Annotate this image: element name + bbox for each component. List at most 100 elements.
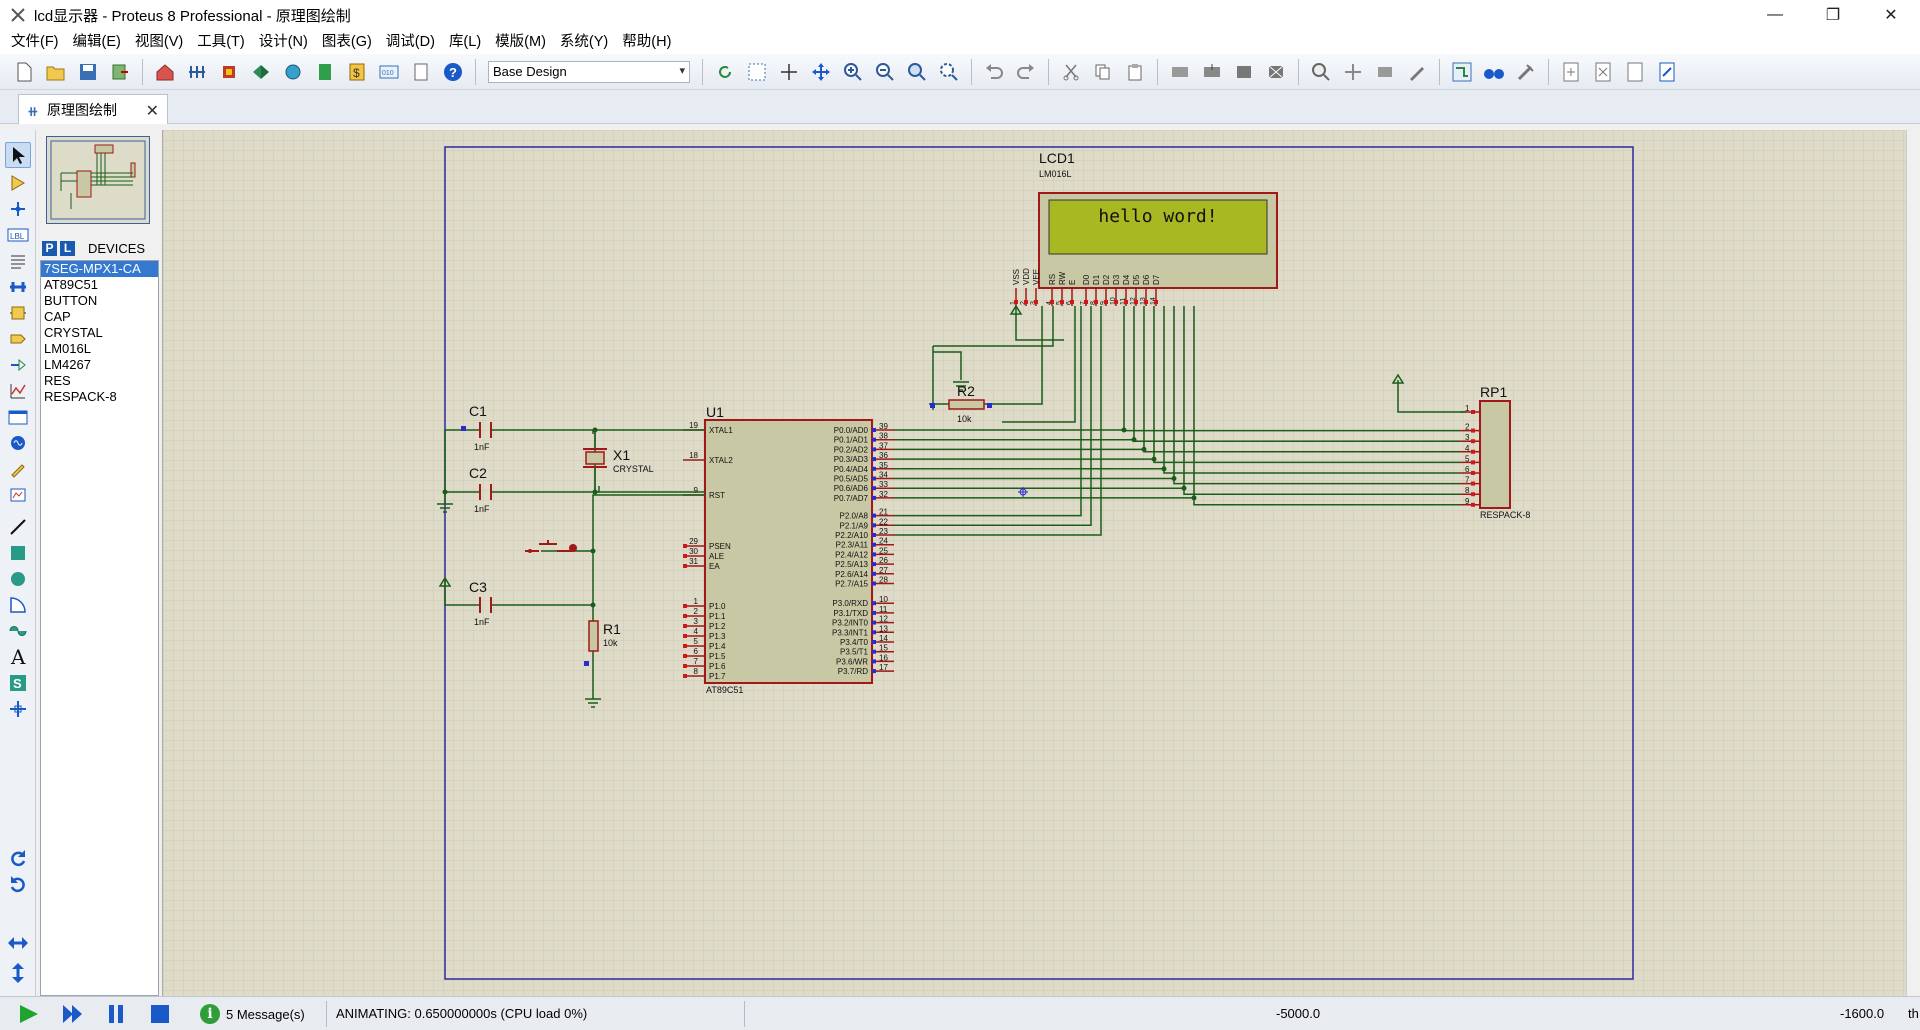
marker-mode-icon[interactable] [5,696,31,722]
list-item[interactable]: CAP [44,309,71,324]
block-move-icon[interactable] [1199,59,1225,85]
play-button[interactable] [12,1000,44,1028]
pick-device-icon[interactable] [1308,59,1334,85]
menu-file[interactable]: 文件(F) [11,34,59,50]
wire-label-mode-icon[interactable]: LBL [5,222,31,248]
paste-icon[interactable] [1122,59,1148,85]
menu-template[interactable]: 模版(M) [495,34,546,50]
pause-button[interactable] [100,1000,132,1028]
step-button[interactable] [56,1000,88,1028]
library-manager-button[interactable]: L [60,240,75,256]
grid-toggle-icon[interactable] [744,59,770,85]
circle-mode-icon[interactable] [5,566,31,592]
symbol-mode-icon[interactable]: S [5,670,31,696]
copy-icon[interactable] [1090,59,1116,85]
block-delete-icon[interactable] [1263,59,1289,85]
generator-mode-icon[interactable] [5,430,31,456]
mirror-horizontal-icon[interactable] [5,930,31,956]
make-device-icon[interactable] [1340,59,1366,85]
home-icon[interactable] [152,59,178,85]
pcb-layout-icon[interactable] [216,59,242,85]
menu-system[interactable]: 系统(Y) [559,34,609,50]
open-folder-icon[interactable] [43,59,69,85]
search-tag-icon[interactable] [1481,59,1507,85]
pick-devices-button[interactable]: P [42,240,57,256]
save-icon[interactable] [75,59,101,85]
import-icon[interactable] [107,59,133,85]
zoom-out-icon[interactable] [872,59,898,85]
list-item[interactable]: 7SEG-MPX1-CA [41,261,158,277]
zoom-area-icon[interactable] [936,59,962,85]
restore-button[interactable]: ❐ [1825,7,1841,24]
exit-to-parent-icon[interactable] [1622,59,1648,85]
rotate-anticlockwise-icon[interactable] [5,872,31,898]
vsm-studio-icon[interactable]: 010 [376,59,402,85]
junction-mode-icon[interactable] [5,196,31,222]
pan-icon[interactable] [808,59,834,85]
3d-view-icon[interactable] [248,59,274,85]
bill-of-materials-icon[interactable]: $ [344,59,370,85]
menu-tools[interactable]: 工具(T) [197,34,245,50]
schematic-icon[interactable] [184,59,210,85]
rotate-clockwise-icon[interactable] [5,846,31,872]
refresh-icon[interactable] [712,59,738,85]
tab-schematic-capture[interactable]: ⧺ 原理图绘制 ✕ [18,94,168,124]
buses-mode-icon[interactable] [5,274,31,300]
close-button[interactable]: ✕ [1884,7,1898,24]
gerber-icon[interactable] [280,59,306,85]
menu-view[interactable]: 视图(V) [134,34,184,50]
terminals-mode-icon[interactable] [5,326,31,352]
origin-icon[interactable] [776,59,802,85]
menu-edit[interactable]: 编辑(E) [72,34,121,50]
block-rotate-icon[interactable] [1231,59,1257,85]
list-item[interactable]: LM016L [44,341,91,356]
cut-icon[interactable] [1058,59,1084,85]
units-indicator[interactable]: th [1908,1006,1919,1021]
decompose-icon[interactable] [1404,59,1430,85]
menu-graph[interactable]: 图表(G) [321,34,372,50]
arc-mode-icon[interactable] [5,592,31,618]
close-icon[interactable]: ✕ [145,103,159,120]
wire-autorouter-icon[interactable] [1449,59,1475,85]
text-mode-icon[interactable]: A [5,644,31,670]
new-sheet-icon[interactable] [1558,59,1584,85]
menu-debug[interactable]: 调试(D) [385,34,435,50]
notes-icon[interactable] [408,59,434,85]
list-item[interactable]: CRYSTAL [44,325,103,340]
list-item[interactable]: RES [44,373,71,388]
list-item[interactable]: LM4267 [44,357,91,372]
report-icon[interactable] [1654,59,1680,85]
zoom-all-icon[interactable] [904,59,930,85]
menu-design[interactable]: 设计(N) [258,34,308,50]
menu-help[interactable]: 帮助(H) [622,34,672,50]
undo-icon[interactable] [981,59,1007,85]
new-file-icon[interactable] [11,59,37,85]
box-mode-icon[interactable] [5,540,31,566]
remove-sheet-icon[interactable] [1590,59,1616,85]
redo-icon[interactable] [1013,59,1039,85]
graph-mode-icon[interactable] [5,378,31,404]
subcircuit-mode-icon[interactable] [5,300,31,326]
design-explorer-icon[interactable] [312,59,338,85]
component-mode-icon[interactable] [5,170,31,196]
packaging-tool-icon[interactable] [1372,59,1398,85]
line-mode-icon[interactable] [5,514,31,540]
path-mode-icon[interactable] [5,618,31,644]
tape-recorder-mode-icon[interactable] [5,404,31,430]
block-copy-icon[interactable] [1167,59,1193,85]
text-script-mode-icon[interactable] [5,248,31,274]
list-item[interactable]: AT89C51 [44,277,98,292]
list-item[interactable]: RESPACK-8 [44,389,117,404]
selection-mode-icon[interactable] [5,142,31,168]
device-pins-mode-icon[interactable] [5,352,31,378]
vertical-scrollbar[interactable] [1906,130,1920,996]
property-assignment-icon[interactable] [1513,59,1539,85]
design-variant-select[interactable]: Base Design▾ [488,60,690,83]
overview-window[interactable] [46,136,150,224]
zoom-in-icon[interactable] [840,59,866,85]
minimize-button[interactable]: — [1767,6,1783,23]
list-item[interactable]: BUTTON [44,293,98,308]
voltage-probe-mode-icon[interactable] [5,456,31,482]
messages-indicator[interactable]: i 5 Message(s) [200,1001,305,1027]
